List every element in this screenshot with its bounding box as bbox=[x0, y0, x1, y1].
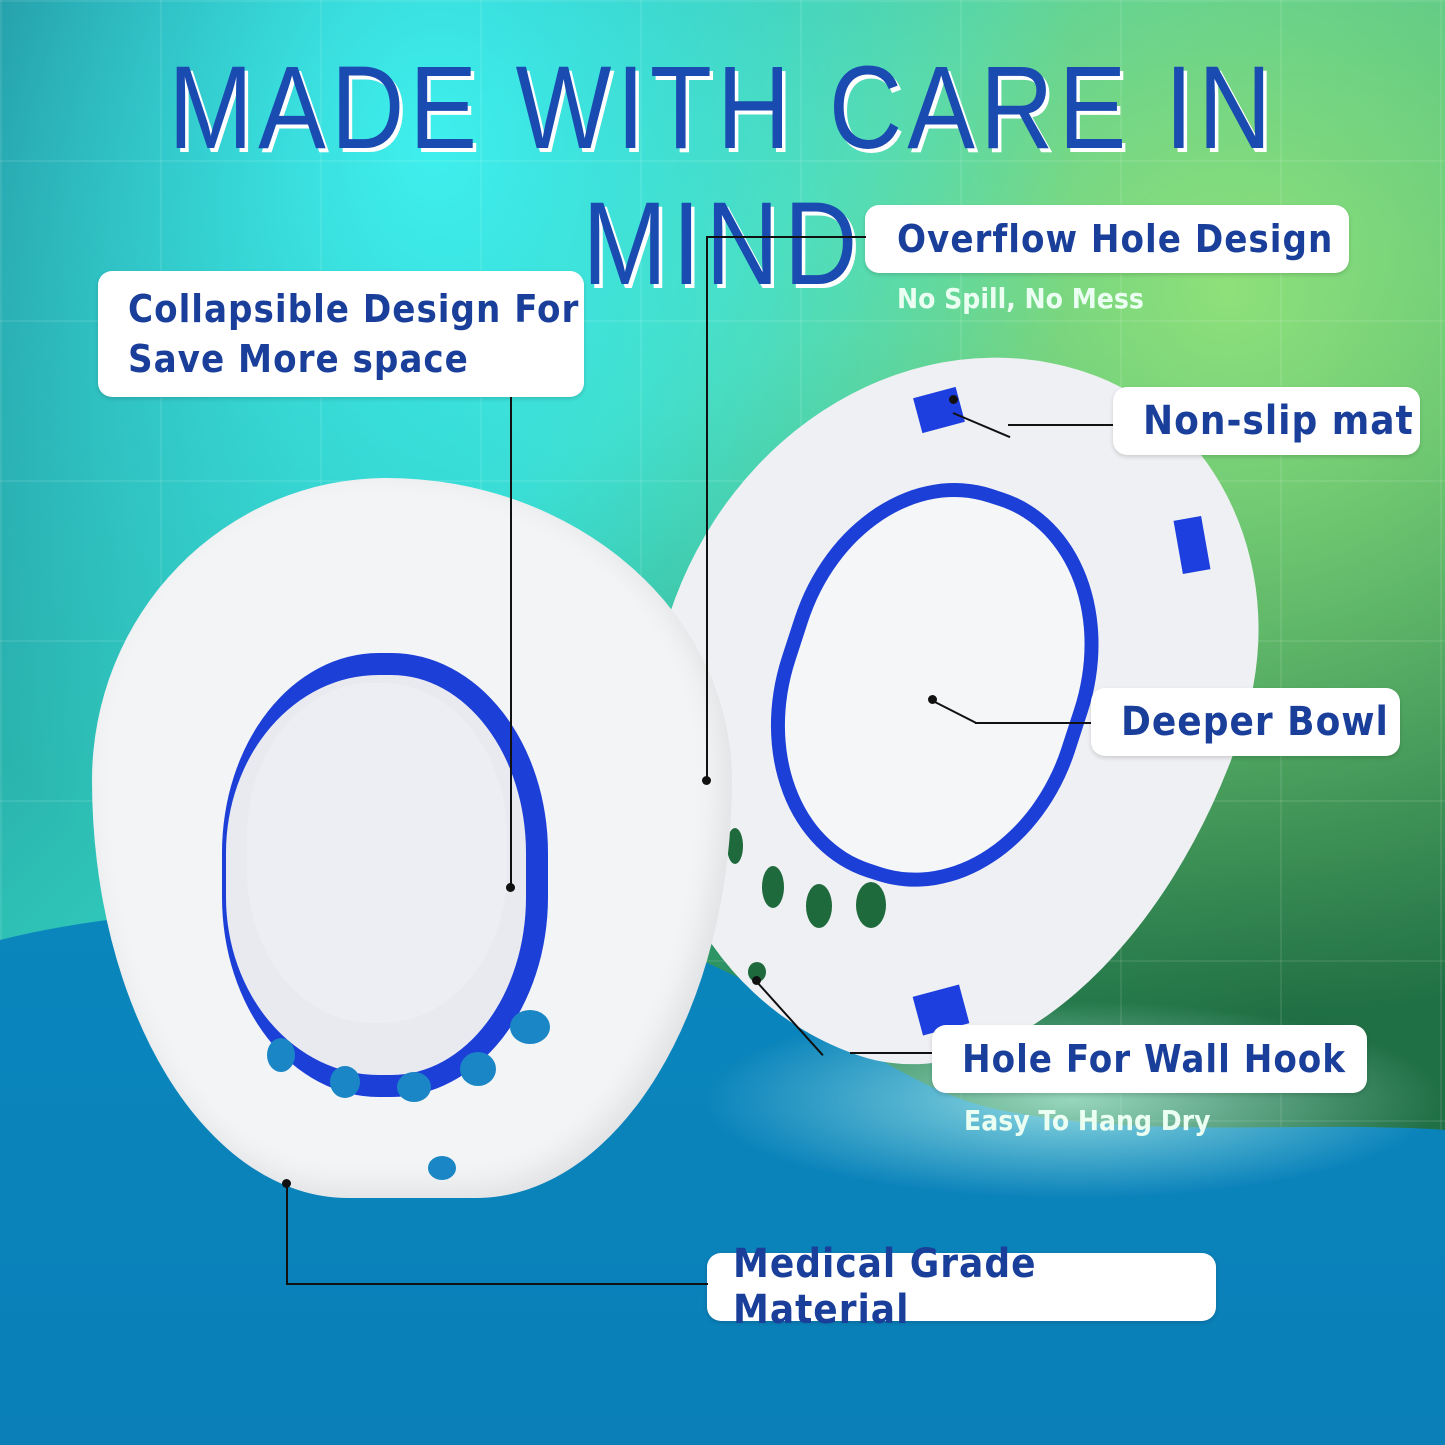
overflow-hole bbox=[510, 1010, 550, 1044]
callout-label: Non-slip mat bbox=[1143, 398, 1414, 444]
leader-line bbox=[706, 236, 866, 238]
overflow-hole bbox=[762, 866, 784, 908]
callout-medical-grade-material: Medical Grade Material bbox=[707, 1241, 1216, 1333]
leader-line bbox=[706, 236, 708, 780]
wall-hook-hole bbox=[428, 1156, 456, 1180]
overflow-hole bbox=[397, 1072, 431, 1102]
leader-dot bbox=[752, 976, 761, 985]
product-image-left-basin bbox=[92, 478, 732, 1198]
leader-line bbox=[1008, 424, 1113, 426]
overflow-hole bbox=[330, 1066, 360, 1098]
callout-label: Overflow Hole Design bbox=[897, 217, 1334, 261]
callout-overflow-hole-design: Overflow Hole Design bbox=[865, 205, 1349, 273]
callout-label: Hole For Wall Hook bbox=[962, 1037, 1347, 1081]
callout-text-line-1: Collapsible Design For bbox=[128, 287, 580, 331]
leader-dot bbox=[282, 1179, 291, 1188]
overflow-hole bbox=[460, 1052, 496, 1086]
headline-title: MADE WITH CARE IN MIND bbox=[168, 42, 1277, 310]
callout-collapsible-design: Collapsible Design For Save More space bbox=[98, 271, 584, 397]
leader-dot bbox=[928, 695, 937, 704]
leader-line bbox=[286, 1183, 288, 1285]
callout-label: Deeper Bowl bbox=[1121, 699, 1389, 745]
callout-text-line-2: Save More space bbox=[128, 337, 469, 381]
leader-line bbox=[286, 1283, 708, 1285]
blue-collapsible-ring bbox=[725, 443, 1145, 927]
callout-deeper-bowl: Deeper Bowl bbox=[1091, 688, 1400, 756]
overflow-hole bbox=[806, 884, 832, 928]
callout-subtext: No Spill, No Mess bbox=[897, 282, 1144, 315]
callout-label: Medical Grade Material bbox=[733, 1241, 1037, 1333]
bowl-inner bbox=[247, 683, 507, 1023]
leader-dot bbox=[506, 883, 515, 892]
leader-line bbox=[510, 397, 512, 887]
leader-dot bbox=[702, 776, 711, 785]
callout-hole-for-wall-hook: Hole For Wall Hook bbox=[932, 1025, 1367, 1093]
callout-subtext: Easy To Hang Dry bbox=[964, 1104, 1211, 1137]
leader-line bbox=[975, 722, 1091, 724]
callout-non-slip-mat: Non-slip mat bbox=[1113, 387, 1420, 455]
overflow-hole bbox=[856, 882, 886, 928]
leader-line bbox=[850, 1052, 932, 1054]
leader-dot bbox=[949, 395, 958, 404]
overflow-hole bbox=[727, 828, 743, 864]
overflow-hole bbox=[267, 1038, 295, 1072]
